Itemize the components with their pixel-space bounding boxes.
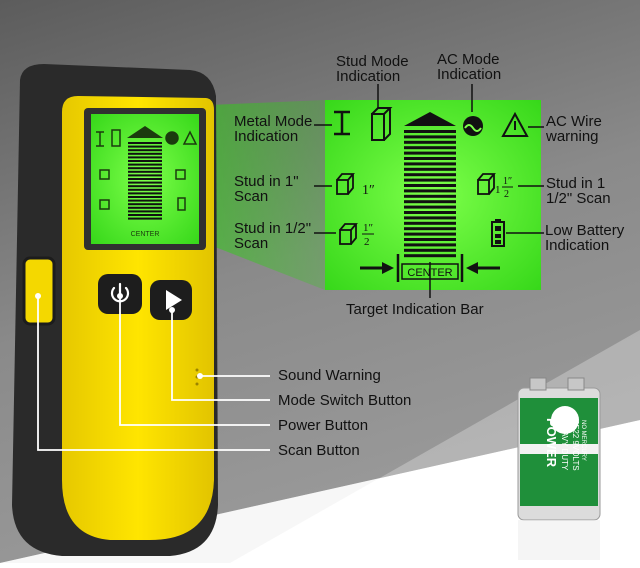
device-lcd-bar-segment <box>128 145 162 148</box>
mode-switch-label: Mode Switch Button <box>278 392 412 409</box>
sound-warning-label: Sound Warning <box>278 367 381 384</box>
ac-mode-icon <box>463 116 483 136</box>
battery-sub: HEAVY DUTY <box>560 420 569 471</box>
left-arrow-icon <box>466 262 500 274</box>
target-bar-segment <box>404 173 456 177</box>
target-bar-segment <box>404 216 456 220</box>
target-bar-label: Target Indication Bar <box>346 301 484 318</box>
device-lcd-bar-segment <box>128 160 162 162</box>
device-lcd-bar-segment <box>128 142 162 144</box>
target-bar-segment <box>404 162 456 166</box>
device-lcd-bar-segment <box>128 149 162 152</box>
target-bar-segment <box>404 184 456 187</box>
stud-1in-value: 1″ <box>362 183 375 198</box>
scan-button-label: Scan Button <box>278 442 360 459</box>
device-lcd-center: CENTER <box>131 231 160 238</box>
stud-1-5in-num: 1″ <box>503 176 512 187</box>
target-bar-segment <box>404 146 456 150</box>
ac-mode-label: AC Mode Indication <box>437 51 502 83</box>
target-bar-segment <box>404 205 456 209</box>
target-bar-top-arrow <box>404 112 456 126</box>
stud-half-num: 1″ <box>363 222 373 234</box>
stud-1-5in-den: 2 <box>504 189 509 200</box>
low-battery-label: Low Battery Indication <box>545 222 625 254</box>
device-lcd-bar-segment <box>128 196 162 198</box>
device-lcd-bar-segment <box>128 156 162 159</box>
battery-brand: POWER <box>544 418 559 468</box>
device-lcd-bar-segment <box>128 203 162 206</box>
target-bar-segment <box>404 248 456 252</box>
target-bar-segment <box>404 232 456 236</box>
device-lcd-bar-segment <box>128 210 162 213</box>
device-lcd-bar-segment <box>128 214 162 216</box>
device-lcd-bar-segment <box>128 152 162 155</box>
target-bar-segment <box>404 211 456 214</box>
target-bar-segment <box>404 135 456 139</box>
target-bar-segment <box>404 178 456 182</box>
target-bar-segment <box>404 189 456 193</box>
battery-model: 6F22 9VOLTS <box>571 420 580 471</box>
device-lcd-bar-segment <box>128 199 162 202</box>
stud-1-5in-whole: 1 <box>495 184 501 196</box>
device-lcd-bars <box>127 126 163 138</box>
stud-1-5in-label: Stud in 1 1/2" Scan <box>546 175 611 207</box>
target-bar-stack <box>404 130 456 258</box>
target-bar-segment <box>404 140 456 144</box>
stud-half-label: Stud in 1/2" Scan <box>234 220 312 252</box>
device-lcd-bar-segment <box>128 174 162 177</box>
target-bar-segment <box>404 221 456 225</box>
target-bar-segment <box>404 227 456 231</box>
device-lcd-bar-segment <box>128 163 162 166</box>
target-bar-segment <box>404 151 456 155</box>
target-bar-segment <box>404 194 456 198</box>
background-light-band <box>0 330 640 563</box>
callout-dots <box>35 293 203 379</box>
stud-mode-icon <box>371 107 393 141</box>
stud-1in-icon <box>336 173 355 195</box>
stud-1in-label: Stud in 1" Scan <box>234 173 299 205</box>
low-battery-icon <box>491 219 505 247</box>
target-bar-segment <box>404 243 456 247</box>
device-lcd-bar-segment <box>128 206 162 209</box>
power-button-label: Power Button <box>278 417 369 434</box>
device-lcd-bar-segment <box>128 192 162 195</box>
stud-half-in-icon <box>339 223 358 245</box>
battery-extra: NO MERCURY <box>580 420 586 461</box>
side-scan-button[interactable] <box>22 256 56 326</box>
callout-lines <box>37 296 270 451</box>
target-bar-segment <box>404 254 456 258</box>
lcd-projection-beam <box>210 100 325 290</box>
target-bar-segment <box>404 130 456 133</box>
target-bar-segment <box>404 157 456 160</box>
stud-mode-label: Stud Mode Indication <box>336 53 409 85</box>
metal-mode-label: Metal Mode Indication <box>234 113 313 145</box>
battery-9v: POWER HEAVY DUTY 6F22 9VOLTS NO MERCURY <box>517 377 601 560</box>
ac-wire-warning-icon <box>501 111 529 137</box>
device-lcd-bar-segment <box>128 170 162 173</box>
device-lcd-bar-segment <box>128 178 162 180</box>
device-lcd-bar-segment <box>128 167 162 170</box>
target-bar-segment <box>404 238 456 241</box>
center-brackets <box>396 254 464 282</box>
stud-1-5in-icon <box>477 173 496 195</box>
metal-mode-icon <box>334 110 350 136</box>
play-icon <box>166 290 182 310</box>
device-lcd-mini-icons <box>96 129 198 211</box>
device-lcd-bar-stack <box>128 142 162 220</box>
device-lcd-bar-segment <box>128 181 162 184</box>
target-bar-segment <box>404 167 456 171</box>
lcd-callout-lines <box>314 84 544 298</box>
device-lcd-bar-segment <box>128 217 162 220</box>
ac-wire-label: AC Wire warning <box>546 113 602 145</box>
device-lcd-bar-segment <box>128 185 162 188</box>
stud-half-den: 2 <box>364 236 370 248</box>
device-lcd-bar-segment <box>128 188 162 191</box>
target-bar-segment <box>404 200 456 204</box>
right-arrow-icon <box>360 262 394 274</box>
